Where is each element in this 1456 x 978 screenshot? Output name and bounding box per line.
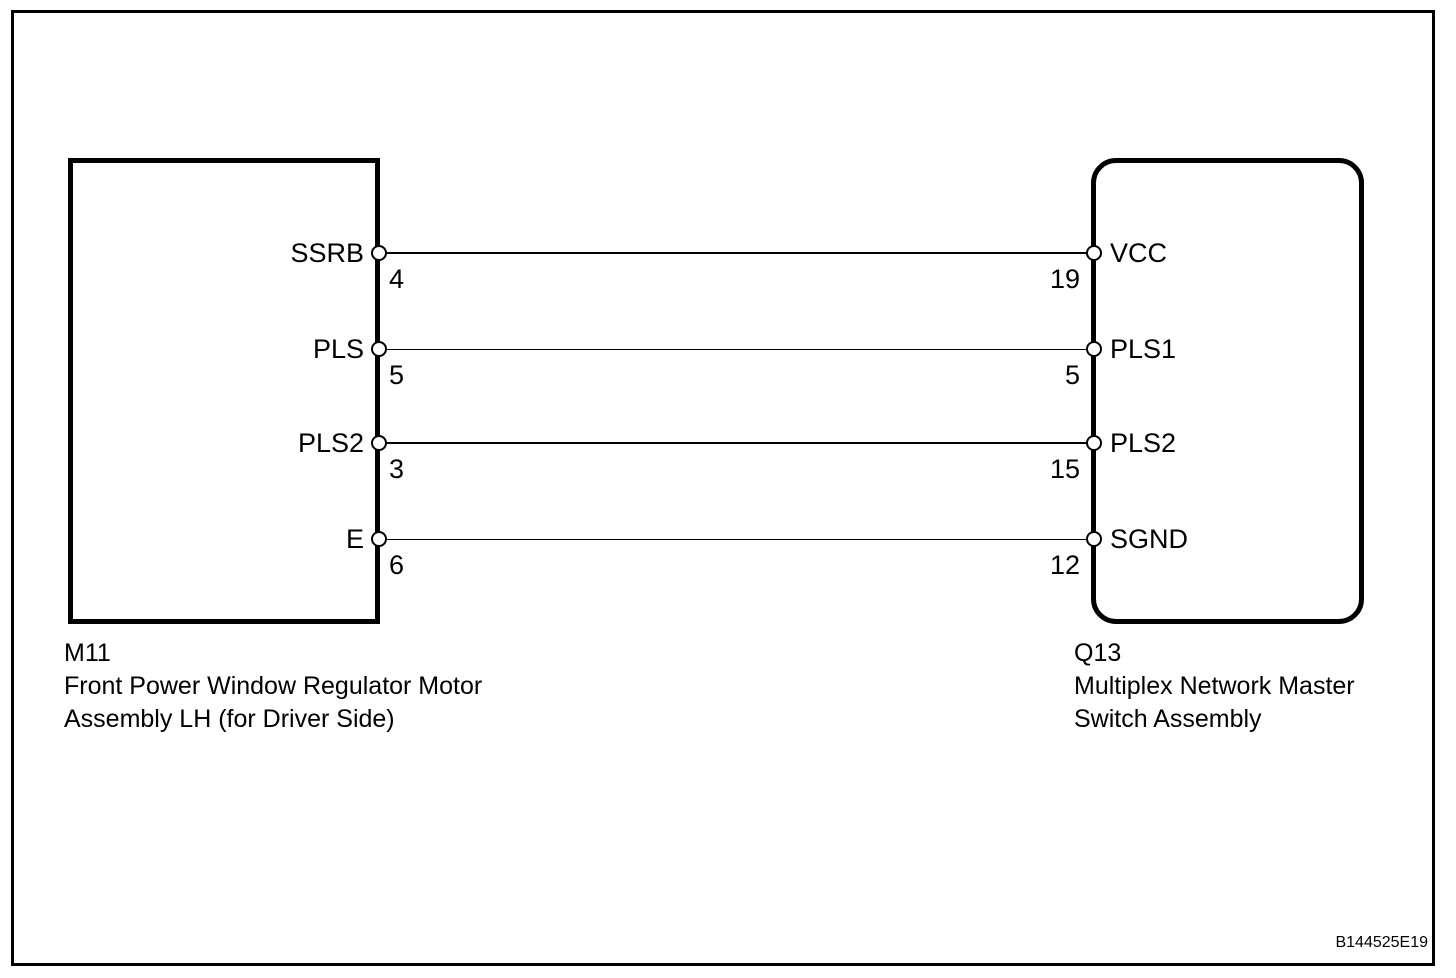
right-component-id: Q13 <box>1074 639 1122 667</box>
pin-label-pls: PLS <box>312 334 364 364</box>
pin-number-5: 5 <box>389 360 405 390</box>
pin-label-pls2-right: PLS2 <box>1110 428 1177 458</box>
pin-terminal-icon <box>1086 435 1102 451</box>
pin-label-pls2: PLS2 <box>297 428 364 458</box>
left-component-caption: M11 Front Power Window Regulator Motor A… <box>64 637 482 736</box>
right-component-name-line1: Multiplex Network Master <box>1074 672 1355 700</box>
pin-number-6: 6 <box>389 550 405 580</box>
pin-terminal-icon <box>371 245 387 261</box>
pin-label-ssrb: SSRB <box>290 238 364 268</box>
wire-pls2-to-pls2 <box>380 442 1091 444</box>
left-component-id: M11 <box>64 639 111 667</box>
left-component-name-line2: Assembly LH (for Driver Side) <box>64 705 395 733</box>
left-component-name-line1: Front Power Window Regulator Motor <box>64 672 483 700</box>
pin-number-3: 3 <box>389 454 405 484</box>
pin-number-15: 15 <box>1049 454 1080 484</box>
pin-number-5: 5 <box>1064 360 1080 390</box>
pin-number-12: 12 <box>1049 550 1080 580</box>
wire-e-to-sgnd <box>380 539 1091 540</box>
wire-pls-to-pls1 <box>380 349 1091 350</box>
pin-label-pls1: PLS1 <box>1110 334 1177 364</box>
pin-label-vcc: VCC <box>1110 238 1168 268</box>
pin-label-sgnd: SGND <box>1110 524 1189 554</box>
right-component-caption: Q13 Multiplex Network Master Switch Asse… <box>1074 637 1355 736</box>
pin-label-e: E <box>345 524 364 554</box>
left-component-box-m11 <box>68 158 380 624</box>
diagram-frame-border <box>11 10 1435 966</box>
figure-code: B144525E19 <box>1335 934 1428 951</box>
pin-terminal-icon <box>371 435 387 451</box>
right-component-box-q13 <box>1091 158 1364 624</box>
pin-terminal-icon <box>1086 341 1102 357</box>
wire-ssrb-to-vcc <box>380 252 1091 254</box>
pin-terminal-icon <box>1086 245 1102 261</box>
pin-terminal-icon <box>371 341 387 357</box>
pin-number-4: 4 <box>389 264 405 294</box>
pin-number-19: 19 <box>1049 264 1080 294</box>
right-component-name-line2: Switch Assembly <box>1074 705 1262 733</box>
pin-terminal-icon <box>371 531 387 547</box>
pin-terminal-icon <box>1086 531 1102 547</box>
